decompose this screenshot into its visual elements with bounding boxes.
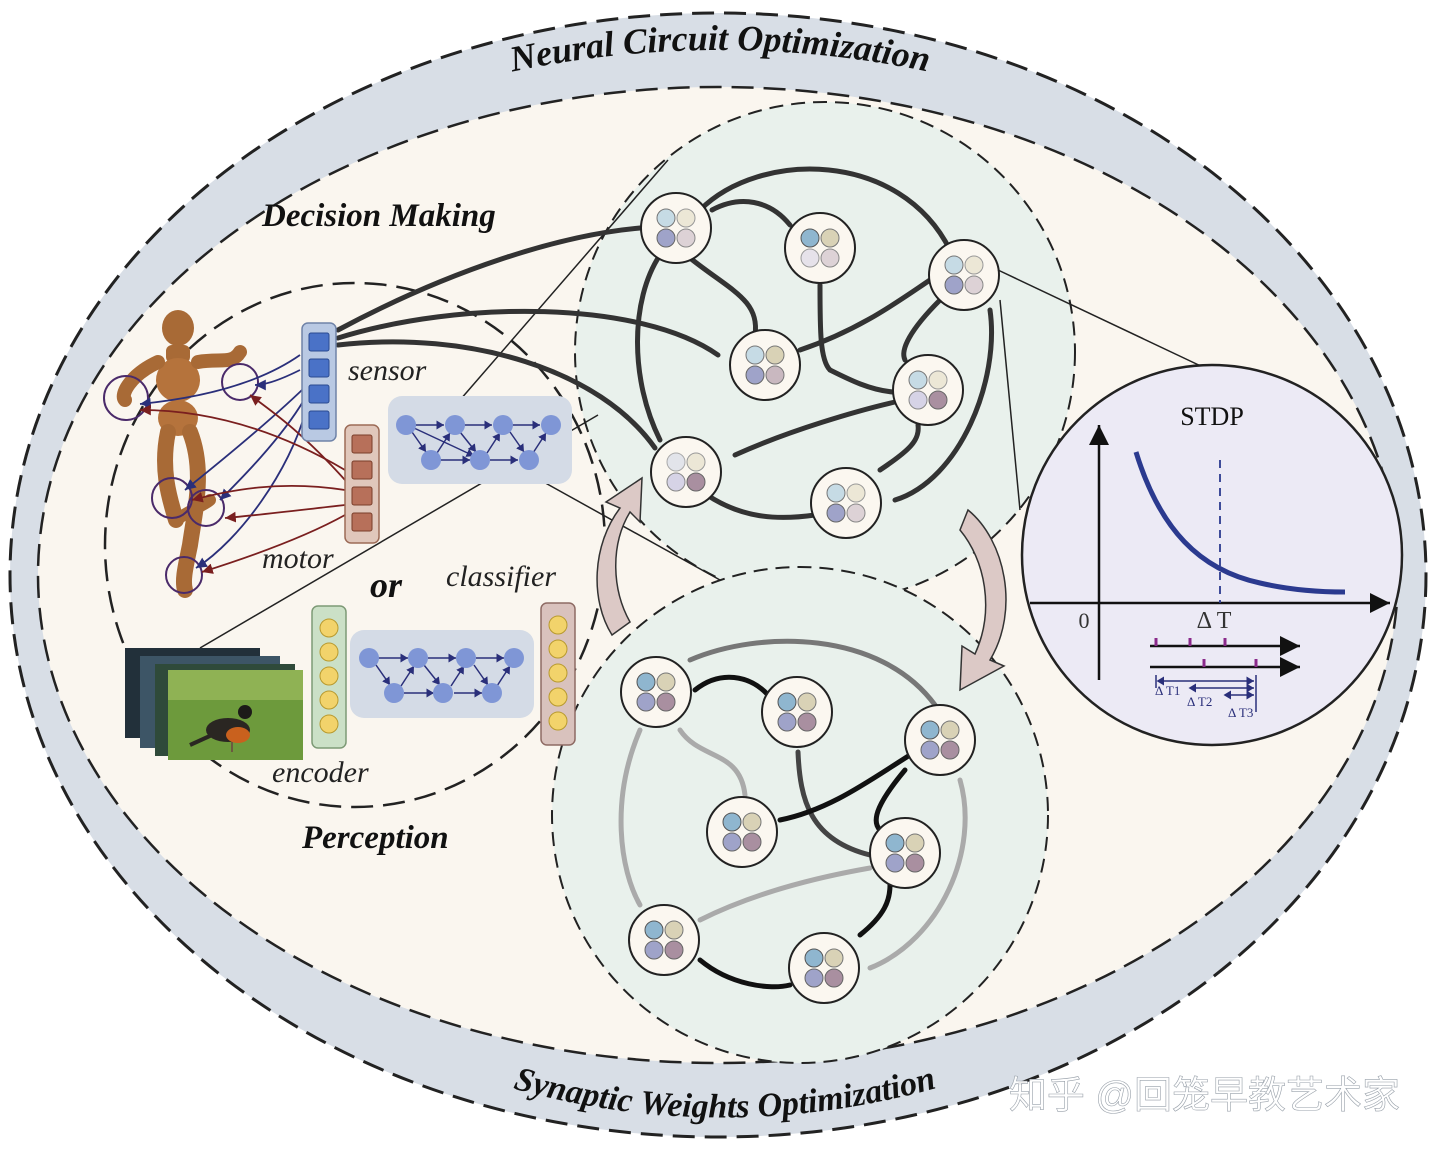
bird-image-stack: [125, 648, 303, 760]
bottom-circuit-nodes: [620, 656, 976, 1004]
top-circuit-edges: [635, 166, 994, 520]
stdp-curve: [1133, 451, 1346, 595]
label-classifier: classifier: [446, 560, 556, 593]
bottom-circuit-edges: [618, 638, 968, 990]
humanoid-figure: [116, 310, 247, 598]
stdp-panel: STDP 0 Δ T Δ T1 Δ T2 Δ T3: [1020, 363, 1404, 747]
motor-column: [344, 424, 380, 544]
classifier-column: [540, 602, 576, 746]
stdp-dt3: Δ T3: [1228, 705, 1253, 720]
stdp-origin: 0: [1079, 608, 1090, 633]
stdp-title: STDP: [1180, 402, 1244, 431]
stdp-zoom-lines: [997, 269, 1206, 511]
label-sensor: sensor: [348, 354, 427, 387]
cycle-arrows: [596, 476, 1007, 692]
label-or: or: [370, 565, 403, 605]
stdp-dt1: Δ T1: [1155, 683, 1180, 698]
stdp-delta-t: Δ T: [1197, 608, 1232, 634]
sensor-to-circuit-links: [335, 225, 721, 451]
watermark: 知乎 @回笼早教艺术家: [1009, 1075, 1400, 1117]
motor-arrows: [139, 394, 346, 574]
encoder-column: [311, 605, 347, 749]
decision-network-box: [388, 396, 572, 484]
label-encoder: encoder: [272, 756, 369, 789]
perception-network-box: [350, 630, 534, 718]
label-decision-making: Decision Making: [261, 198, 496, 234]
stdp-dt2: Δ T2: [1187, 694, 1212, 709]
top-circuit-nodes: [640, 192, 1000, 539]
sensor-column: [301, 322, 337, 442]
label-perception: Perception: [301, 820, 449, 856]
